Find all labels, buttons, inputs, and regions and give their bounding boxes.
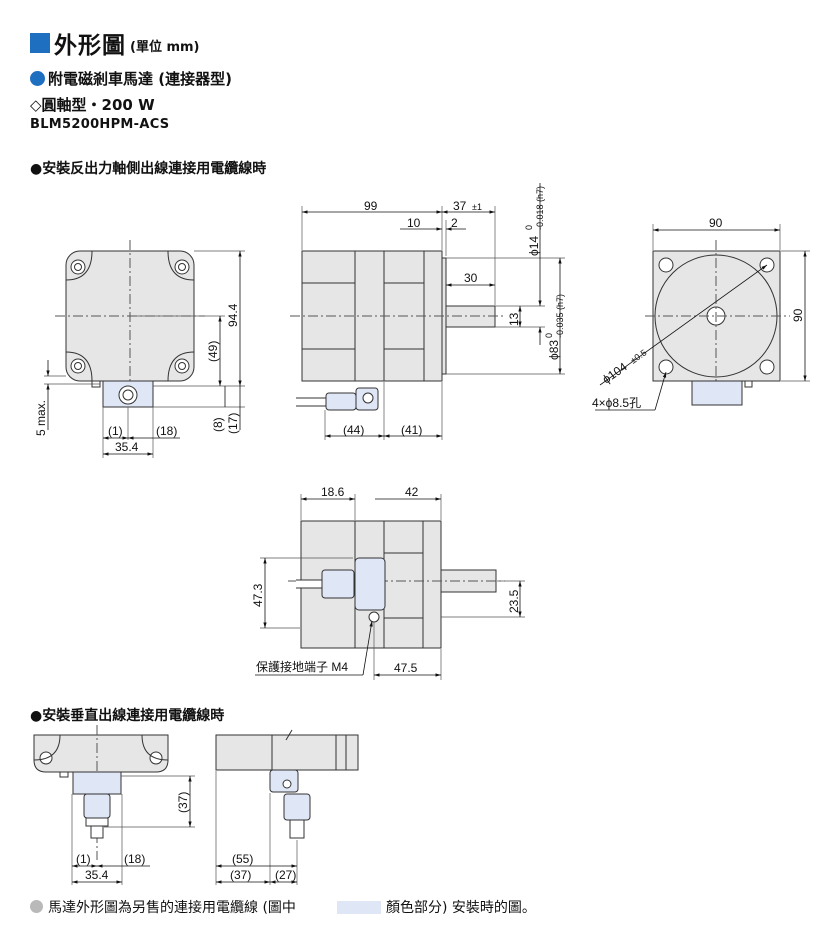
vertical-front-view: (37) (1) (18) 35.4	[33, 725, 195, 885]
dim-pcd: ϕ104	[600, 359, 630, 386]
dim-47-3: 47.3	[251, 583, 265, 607]
dim-23-5: 23.5	[507, 589, 521, 613]
title-square-icon	[30, 33, 50, 53]
dim-phi14-tol-bot: -0.018 (h7)	[535, 186, 545, 230]
dim-10: 10	[407, 216, 421, 230]
dim-47-5: 47.5	[394, 661, 418, 675]
top-cable-plug	[321, 569, 355, 599]
ground-terminal-label: 保護接地端子 M4	[256, 659, 348, 674]
dim-flange-90w: 90	[709, 216, 723, 230]
dim-pcd-tol: ±0.5	[628, 347, 648, 365]
section-vertical: ●安裝垂直出線連接用電纜線時	[30, 708, 225, 724]
side-view: 99 37 ±1 10 2 30 13 ϕ14 0 -0.018 (h7) ϕ8…	[290, 183, 565, 440]
unit-label: (單位 mm)	[130, 40, 200, 55]
page-title: 外形圖	[54, 33, 126, 59]
cable-color-swatch	[337, 901, 381, 914]
dim-5max: 5 max.	[34, 400, 48, 436]
dim-37-tol: ±1	[472, 202, 482, 212]
dim-17: (17)	[226, 413, 240, 434]
dim-2: 2	[451, 216, 458, 230]
top-view: 18.6 42 47.3 23.5 47.5 保護接地端子 M4	[251, 485, 525, 680]
front-view: 94.4 (49) (8) (17) 5 max. (1) (18) 35.4	[34, 240, 245, 458]
dim-41: (41)	[401, 423, 422, 437]
dim-w18: (18)	[156, 424, 177, 438]
dim-phi14: ϕ14	[527, 236, 541, 256]
dim-phi83-tol-bot: -0.035 (h7)	[555, 294, 565, 338]
bullet-dot-icon	[30, 71, 45, 86]
dim-holes: 4×ϕ8.5孔	[592, 396, 641, 410]
dim-v-w1: (1)	[76, 852, 91, 866]
dim-8: (8)	[211, 417, 225, 432]
subtitle: 附電磁剎車馬達 (連接器型)	[48, 70, 232, 88]
flange-connector	[691, 380, 743, 406]
dim-phi83: ϕ83	[547, 340, 561, 360]
dim-v-w18: (18)	[124, 852, 145, 866]
model-number: BLM5200HPM-ACS	[30, 117, 170, 132]
dim-phi14-tol-top: 0	[524, 225, 534, 230]
side-cable-plug	[325, 392, 357, 411]
dim-vs-27: (27)	[275, 868, 296, 882]
dim-w1: (1)	[108, 424, 123, 438]
dim-99: 99	[364, 199, 378, 213]
footer-note-part2: 顏色部分) 安裝時的圖。	[386, 900, 536, 916]
dim-35-4: 35.4	[115, 440, 139, 454]
dim-vs-37: (37)	[230, 868, 251, 882]
dim-37: 37	[453, 199, 467, 213]
vertical-front-connector	[72, 771, 122, 795]
vertical-side-view: (55) (37) (27)	[215, 729, 359, 885]
ground-terminal-icon	[368, 611, 380, 623]
dim-49: (49)	[206, 341, 220, 362]
footer-dot-icon	[30, 900, 43, 913]
dim-44: (44)	[343, 423, 364, 437]
dim-v-37: (37)	[176, 792, 190, 813]
section-opposite-output: ●安裝反出力軸側出線連接用電纜線時	[30, 161, 267, 177]
dim-18-6: 18.6	[321, 485, 345, 499]
dim-13: 13	[507, 312, 521, 326]
dim-30: 30	[464, 271, 478, 285]
footer-note-part1: 馬達外形圖為另售的連接用電纜線 (圖中	[48, 900, 296, 916]
flange-view: 90 90 ϕ104 ±0.5 4×ϕ8.5孔	[592, 216, 810, 411]
dim-94-4: 94.4	[226, 303, 240, 327]
dim-phi83-tol-top: 0	[544, 333, 554, 338]
shaft-type: ◇圓軸型・200 W	[30, 96, 155, 114]
dim-flange-90h: 90	[791, 308, 805, 322]
dim-v-35-4: 35.4	[85, 868, 109, 882]
dim-42: 42	[405, 485, 419, 499]
dim-vs-55: (55)	[232, 852, 253, 866]
